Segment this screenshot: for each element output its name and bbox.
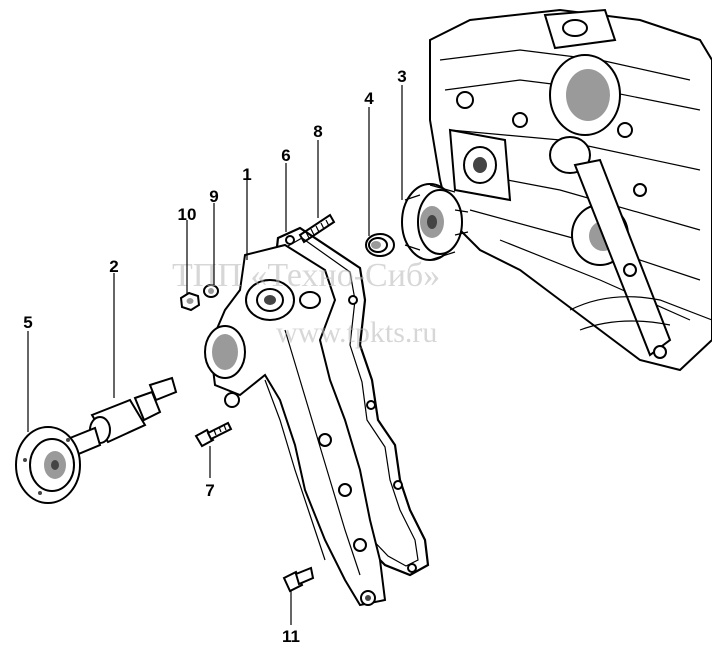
hub-flange: [15, 426, 81, 504]
callout-2: 2: [109, 257, 118, 276]
callout-9: 9: [209, 187, 218, 206]
seal-ring: [365, 233, 395, 257]
callout-1: 1: [242, 165, 251, 184]
nut: [179, 291, 201, 312]
washer: [203, 284, 219, 298]
callout-7: 7: [205, 481, 214, 500]
watermark-line-2: www.tpkts.ru: [276, 316, 437, 349]
callout-4: 4: [364, 89, 374, 108]
leader-lines: [27, 85, 403, 625]
callout-10: 10: [178, 205, 197, 224]
watermark-line-1: ТПП «Техно-Сиб»: [172, 257, 440, 294]
callout-labels: 1 2 3 4 5 6 7 8 9 10 11: [23, 67, 406, 646]
callout-11: 11: [282, 627, 300, 646]
engine-block: [429, 8, 712, 372]
pump-housing: [204, 243, 387, 607]
bolt-11: [282, 566, 315, 593]
callout-3: 3: [397, 67, 406, 86]
callout-8: 8: [313, 122, 322, 141]
stud: [298, 213, 336, 244]
impeller-pulley: [401, 183, 469, 261]
watermark: ТПП «Техно-Сиб» www.tpkts.ru: [172, 257, 440, 349]
shaft-bearing: [68, 376, 178, 457]
bolt-7: [194, 421, 233, 448]
callout-6: 6: [281, 146, 290, 165]
callout-5: 5: [23, 313, 32, 332]
